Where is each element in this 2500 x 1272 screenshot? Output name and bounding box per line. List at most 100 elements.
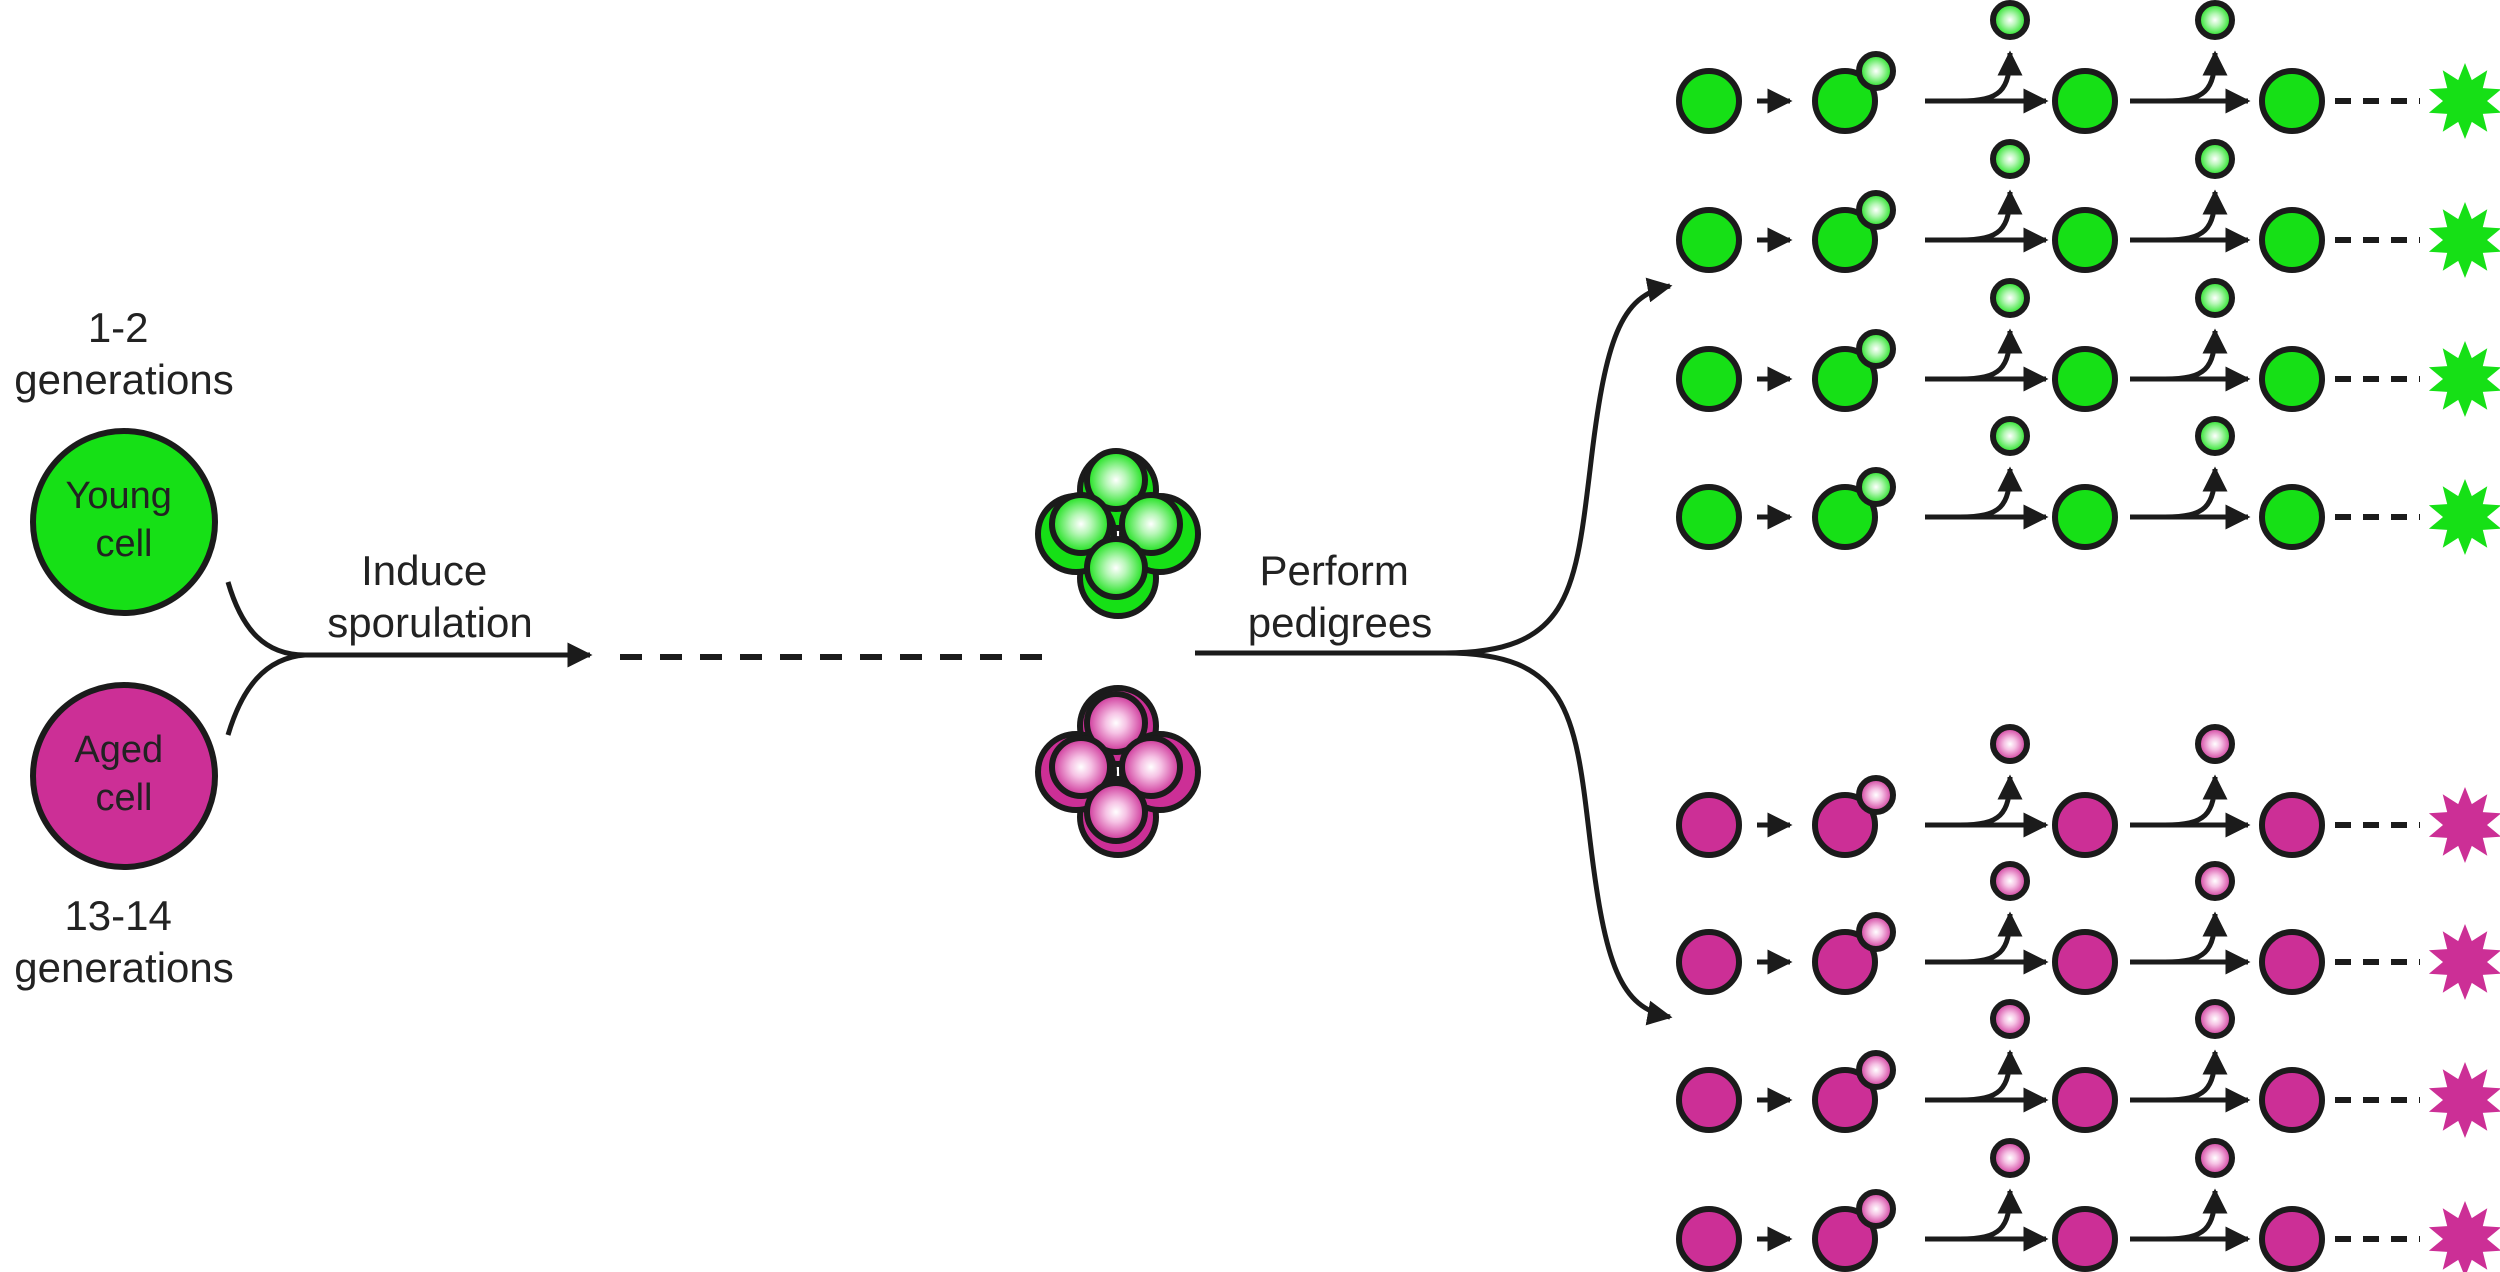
bud (1856, 190, 1896, 230)
budding-cell (1812, 346, 1878, 412)
released-daughter-cell (1990, 139, 2030, 179)
young-pedigree-row (1676, 0, 2500, 139)
released-daughter-cell (1990, 999, 2030, 1039)
bud (1856, 1050, 1896, 1090)
daughter-release-arrow (1959, 911, 2023, 965)
mother-cell (1676, 1206, 1742, 1272)
mother-cell (2052, 346, 2118, 412)
perform-pedigrees-label: Perform pedigrees (1248, 547, 1432, 646)
released-daughter-cell (2195, 1138, 2235, 1178)
released-daughter-cell (1990, 861, 2030, 901)
bud (1856, 51, 1896, 91)
budding-cell (1812, 1206, 1878, 1272)
daughter-release-arrow (1959, 189, 2023, 243)
cell-death-burst (2428, 479, 2500, 555)
mother-cell (2052, 207, 2118, 273)
released-daughter-cell (2195, 724, 2235, 764)
mother-cell (2259, 1206, 2325, 1272)
mother-cell (2259, 484, 2325, 550)
young-pedigree-row (1676, 139, 2500, 278)
branch-to-young-pedigrees (1444, 277, 1673, 656)
daughter-release-arrow (1959, 1188, 2023, 1242)
budding-cell (1812, 207, 1878, 273)
released-daughter-cell (1990, 416, 2030, 456)
daughter-release-arrow (1959, 328, 2023, 382)
released-daughter-cell (1990, 1138, 2030, 1178)
mother-cell (2052, 1206, 2118, 1272)
daughter-release-arrow (2164, 774, 2228, 828)
bud (1856, 775, 1896, 815)
bud (1856, 912, 1896, 952)
cell-death-burst (2428, 924, 2500, 1000)
mother-cell (1676, 207, 1742, 273)
cell-death-burst (2428, 341, 2500, 417)
daughter-release-arrow (2164, 1188, 2228, 1242)
mother-cell (2259, 68, 2325, 134)
bud (1856, 467, 1896, 507)
released-daughter-cell (2195, 139, 2235, 179)
mother-cell (1676, 68, 1742, 134)
daughter-release-arrow (2164, 50, 2228, 104)
daughter-release-arrow (1959, 466, 2023, 520)
bud (1856, 1189, 1896, 1229)
released-daughter-cell (2195, 278, 2235, 318)
released-daughter-cell (1990, 0, 2030, 40)
mother-cell (2259, 207, 2325, 273)
aged-pedigree-row (1676, 724, 2500, 863)
young-cell (30, 428, 218, 616)
aged-cell-label: Aged cell (74, 729, 173, 819)
mother-cell (1676, 346, 1742, 412)
mother-cell (1676, 1067, 1742, 1133)
daughter-release-arrow (2164, 466, 2228, 520)
pedigree-rows (1676, 0, 2500, 1272)
mother-cell (2259, 929, 2325, 995)
young-pedigree-row (1676, 278, 2500, 417)
cell-death-burst (2428, 1201, 2500, 1272)
budding-cell (1812, 1067, 1878, 1133)
aged-cell (30, 682, 218, 870)
released-daughter-cell (2195, 416, 2235, 456)
daughter-release-arrow (1959, 774, 2023, 828)
mother-cell (2052, 68, 2118, 134)
young-pedigree-row (1676, 416, 2500, 555)
mother-cell (2052, 484, 2118, 550)
aged-pedigree-row (1676, 1138, 2500, 1272)
mother-cell (1676, 484, 1742, 550)
young-tetrad (1035, 448, 1201, 619)
cell-death-burst (2428, 202, 2500, 278)
daughter-release-arrow (1959, 50, 2023, 104)
induce-sporulation-label: Induce sporulation (327, 547, 532, 646)
young-cell-label: Young cell (66, 475, 183, 565)
young-merge-curve (225, 581, 306, 658)
budding-cell (1812, 929, 1878, 995)
mother-cell (2052, 929, 2118, 995)
mother-cell (1676, 929, 1742, 995)
aged-merge-curve (225, 652, 306, 736)
released-daughter-cell (1990, 278, 2030, 318)
budding-cell (1812, 68, 1878, 134)
released-daughter-cell (2195, 0, 2235, 40)
branch-to-aged-pedigrees (1444, 650, 1673, 1026)
mother-cell (2259, 792, 2325, 858)
mother-cell (2052, 792, 2118, 858)
young-generations-label: 1-2 generations (14, 304, 234, 403)
budding-cell (1812, 792, 1878, 858)
aged-generations-label: 13-14 generations (14, 892, 234, 991)
cell-death-burst (2428, 63, 2500, 139)
daughter-release-arrow (2164, 189, 2228, 243)
bud (1856, 329, 1896, 369)
cell-death-burst (2428, 1062, 2500, 1138)
released-daughter-cell (2195, 861, 2235, 901)
mother-cell (2052, 1067, 2118, 1133)
daughter-release-arrow (1959, 1049, 2023, 1103)
daughter-release-arrow (2164, 328, 2228, 382)
daughter-release-arrow (2164, 911, 2228, 965)
aged-pedigree-row (1676, 999, 2500, 1138)
cell-death-burst (2428, 787, 2500, 863)
released-daughter-cell (2195, 999, 2235, 1039)
aged-tetrad (1035, 685, 1201, 858)
aged-pedigree-row (1676, 861, 2500, 1000)
mother-cell (2259, 1067, 2325, 1133)
daughter-release-arrow (2164, 1049, 2228, 1103)
